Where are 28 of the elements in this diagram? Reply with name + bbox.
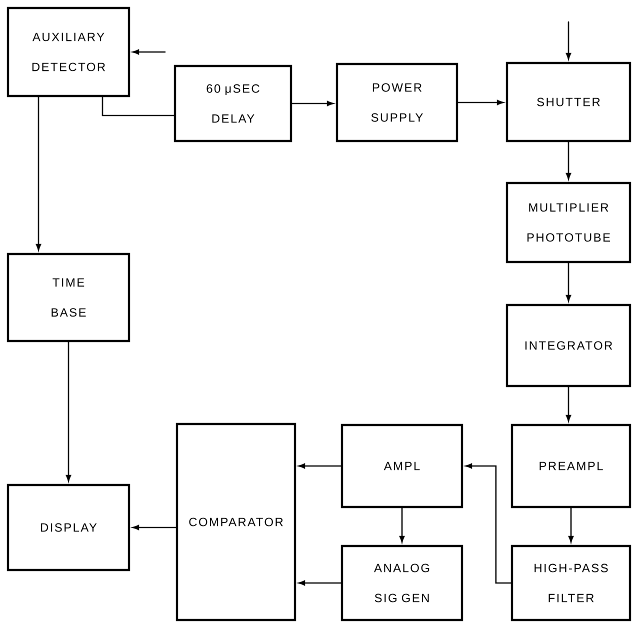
block-box: INTEGRATOR [506, 304, 632, 388]
block-box: POWER SUPPLY [336, 62, 458, 142]
arrow [566, 141, 572, 180]
arrow [298, 463, 342, 469]
block-box: HIGH-PASS FILTER [510, 544, 632, 622]
block-box: COMPARATOR [176, 422, 296, 622]
arrow [66, 341, 72, 482]
arrow [291, 100, 334, 106]
block-box: 60 μSEC DELAY [174, 64, 292, 142]
arrow [132, 524, 177, 530]
block-box: SHUTTER [506, 62, 632, 142]
arrow [36, 96, 42, 251]
block-box: ANALOG SIG GEN [340, 544, 464, 622]
arrow [566, 21, 572, 60]
arrow [399, 507, 405, 543]
arrow [457, 100, 504, 106]
arrow [298, 580, 342, 586]
arrow [568, 507, 574, 543]
block-box: DISPLAY [6, 484, 130, 572]
block-box: AMPL [340, 424, 464, 508]
block-box: AUXILIARY DETECTOR [6, 6, 130, 98]
arrow [566, 386, 572, 422]
block-box: MULTIPLIER PHOTOTUBE [506, 182, 632, 264]
arrow [132, 49, 166, 55]
block-box: TIME BASE [6, 252, 130, 342]
arrow [566, 262, 572, 302]
block-box: PREAMPL [510, 424, 632, 508]
arrow [465, 463, 512, 584]
